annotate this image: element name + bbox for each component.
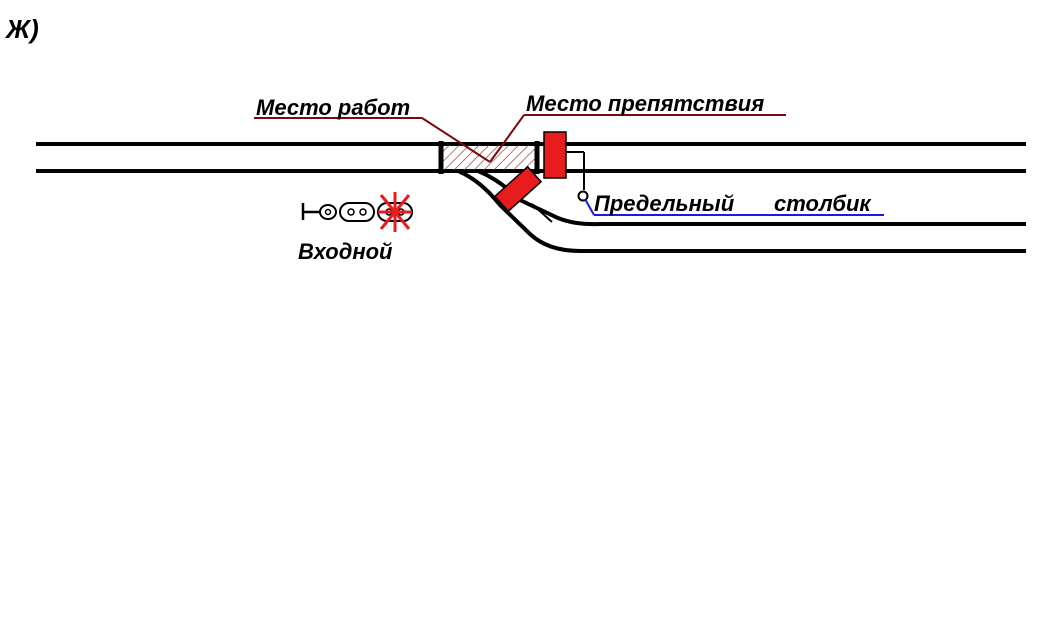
limit-post-leader: [584, 198, 595, 216]
limit-post-icon: [577, 190, 589, 202]
diverging-track: [457, 169, 1026, 253]
entry-signal-lamp-2: [347, 208, 355, 216]
entry-signal-lamp-1: [324, 208, 332, 216]
entry-signal-icon: [301, 192, 413, 232]
obstruction-marker-main: [543, 131, 567, 179]
limit-post-label-part1: Предельный: [594, 191, 735, 216]
work-zone: [441, 145, 537, 170]
entry-signal-head-1: [319, 204, 337, 220]
obstruction-marker-diverging: [493, 165, 543, 213]
diverging-track-lower-rail: [457, 169, 1026, 253]
diverging-track-upper-rail: [477, 169, 1026, 227]
figure-label: Ж): [4, 14, 39, 44]
obstruction-marker-diverging-bracket: [531, 203, 553, 223]
obstruction-place-label: Место препятствия: [526, 91, 764, 116]
work-place-leader: [421, 117, 491, 163]
limit-post-label-part2: столбик: [774, 191, 872, 216]
work-place-label: Место работ: [256, 95, 410, 120]
entry-signal-lamp-3: [359, 208, 367, 216]
leader-lines: [254, 114, 884, 216]
obstruction-leader: [489, 114, 525, 163]
entry-signal-head-2: [339, 202, 375, 222]
entry-signal-label: Входной: [298, 239, 393, 264]
stop-signal-icon: [378, 192, 412, 232]
